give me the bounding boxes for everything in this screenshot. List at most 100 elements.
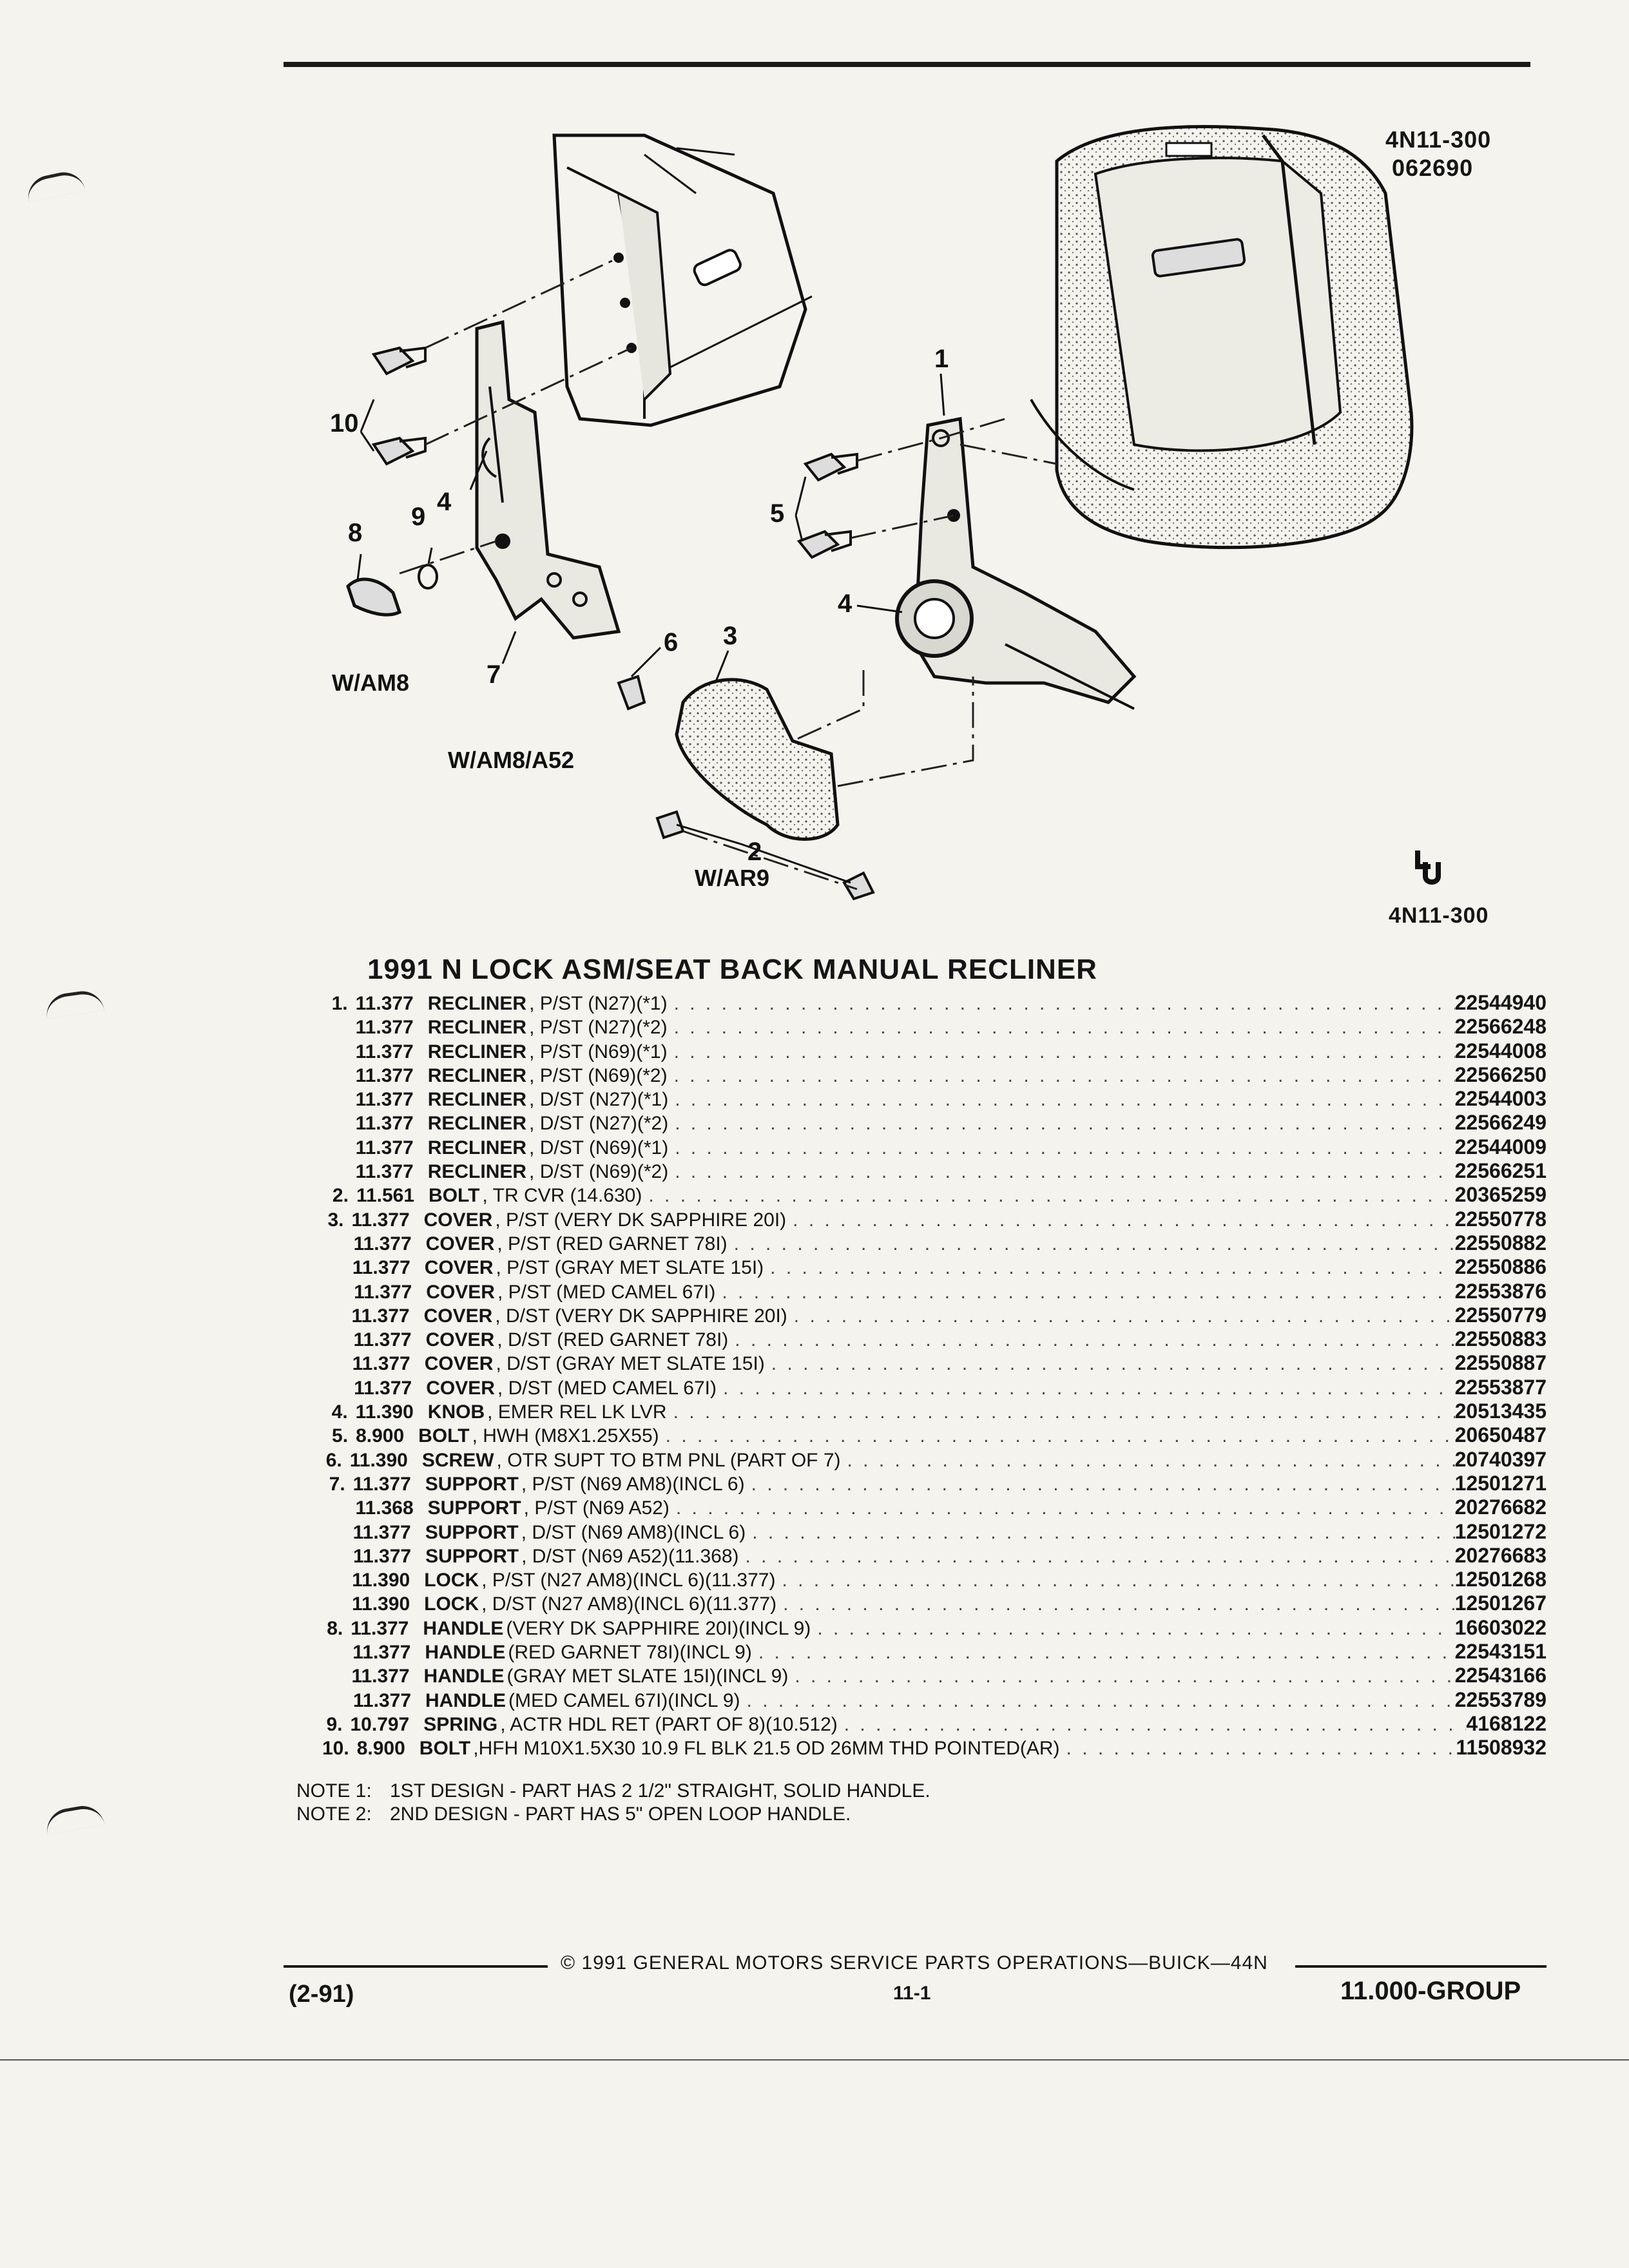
part-description: , D/ST (N69)(*2) — [529, 1161, 669, 1183]
part-name: COVER — [424, 1257, 494, 1279]
notes-section: NOTE 1:1ST DESIGN - PART HAS 2 1/2" STRA… — [296, 1780, 930, 1826]
group-number: 11.377 — [355, 993, 414, 1014]
support-bracket — [475, 320, 621, 640]
bolt-part — [842, 871, 875, 901]
dot-leader — [715, 1282, 1454, 1303]
part-number: 22550779 — [1454, 1303, 1547, 1327]
dot-leader — [668, 1041, 1455, 1063]
dot-leader — [764, 1257, 1454, 1279]
part-description: , P/ST (N27)(*1) — [529, 993, 668, 1014]
dot-leader — [728, 1329, 1454, 1351]
dot-leader — [745, 1474, 1455, 1495]
part-number: 20365259 — [1454, 1183, 1547, 1207]
part-description: (MED CAMEL 67I)(INCL 9) — [508, 1689, 740, 1711]
group-number: 11.377 — [351, 1666, 410, 1687]
note-text: 2ND DESIGN - PART HAS 5" OPEN LOOP HANDL… — [390, 1803, 851, 1825]
part-name: COVER — [426, 1377, 495, 1399]
dot-leader — [668, 1137, 1454, 1159]
callout-number: 6 — [664, 628, 678, 657]
spring-part — [418, 564, 438, 590]
part-number: 22566249 — [1454, 1111, 1547, 1135]
dot-leader — [811, 1618, 1454, 1640]
group-number: 11.377 — [355, 1137, 414, 1158]
part-description: , TR CVR (14.630) — [482, 1185, 642, 1207]
dot-leader — [740, 1690, 1455, 1712]
exploded-view-illustration: 1 2 3 4 4 5 6 7 8 9 10 W/AM8 W/AM8/A52 W… — [330, 125, 1441, 901]
part-number: 22550882 — [1454, 1231, 1547, 1254]
variant-label: W/AM8 — [332, 669, 409, 696]
group-number: 11.390 — [349, 1449, 408, 1471]
footer-page-number: 11-1 — [893, 1983, 931, 2004]
part-number: 22553877 — [1454, 1375, 1547, 1399]
part-number: 22553876 — [1454, 1279, 1547, 1303]
part-number: 4168122 — [1466, 1711, 1547, 1735]
part-name: SPRING — [423, 1713, 498, 1735]
dot-leader — [841, 1450, 1455, 1472]
item-number: 5. — [332, 1425, 349, 1447]
footer-date: (2-91) — [289, 1981, 354, 2008]
item-number: 10. — [322, 1738, 349, 1760]
part-number: 20276682 — [1454, 1495, 1547, 1519]
part-name: LOCK — [424, 1593, 479, 1615]
group-number: 11.377 — [352, 1689, 412, 1711]
part-number: 22544009 — [1454, 1135, 1547, 1158]
callout-number: 3 — [723, 622, 737, 650]
group-number: 11.377 — [352, 1473, 411, 1495]
screw-part — [617, 675, 646, 711]
part-name: RECLINER — [427, 1064, 527, 1086]
group-number: 11.377 — [351, 1617, 409, 1639]
dot-leader — [739, 1546, 1455, 1568]
dot-leader — [728, 1233, 1455, 1255]
part-name: BOLT — [429, 1185, 480, 1207]
group-number: 11.377 — [355, 1089, 414, 1111]
item-number: 2. — [332, 1185, 349, 1207]
part-number: 22544003 — [1454, 1087, 1547, 1111]
part-description: (VERY DK SAPPHIRE 20I)(INCL 9) — [506, 1617, 811, 1639]
trim-cover-part — [675, 678, 840, 841]
group-number: 11.377 — [355, 1041, 414, 1062]
date-code: 062690 — [1392, 155, 1474, 181]
part-number: 16603022 — [1454, 1615, 1547, 1639]
group-number: 11.377 — [355, 1017, 414, 1039]
margin-mark — [43, 1802, 105, 1835]
part-name: COVER — [425, 1233, 495, 1254]
part-name: COVER — [424, 1353, 494, 1375]
note: NOTE 1:1ST DESIGN - PART HAS 2 1/2" STRA… — [296, 1780, 930, 1803]
part-name: HANDLE — [425, 1642, 506, 1664]
group-number: 11.390 — [355, 1401, 414, 1423]
part-number: 12501267 — [1454, 1591, 1547, 1615]
part-description: (GRAY MET SLATE 15I)(INCL 9) — [506, 1666, 789, 1687]
part-description: , HWH (M8X1.25X55) — [472, 1425, 659, 1447]
part-description: , D/ST (N27)(*2) — [529, 1113, 669, 1135]
part-description: (RED GARNET 78I)(INCL 9) — [508, 1642, 752, 1664]
part-description: , P/ST (VERY DK SAPPHIRE 20I) — [495, 1209, 787, 1231]
callout-number: 8 — [348, 519, 362, 547]
top-rule — [284, 62, 1530, 67]
part-description: , D/ST (N69)(*1) — [529, 1137, 669, 1158]
part-name: SUPPORT — [427, 1497, 521, 1519]
item-number: 3. — [327, 1209, 344, 1231]
group-number: 11.377 — [354, 1281, 412, 1303]
dot-leader — [776, 1593, 1455, 1615]
callout-number: 4 — [838, 590, 853, 618]
part-number: 22550887 — [1454, 1351, 1547, 1375]
item-number: 1. — [331, 993, 348, 1014]
bolt-part — [796, 452, 858, 559]
variant-label: W/AR9 — [695, 865, 769, 891]
part-number: 20276683 — [1454, 1543, 1547, 1567]
group-number: 11.377 — [353, 1233, 412, 1254]
part-description: , ACTR HDL RET (PART OF 8)(10.512) — [500, 1713, 838, 1735]
